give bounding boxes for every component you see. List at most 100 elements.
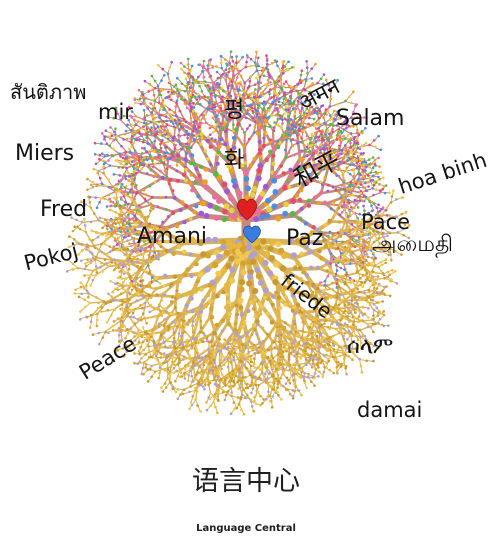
emoji-dot (106, 254, 109, 257)
emoji-dot (126, 216, 129, 219)
emoji-dot (153, 150, 156, 153)
emoji-dot (294, 112, 297, 115)
emoji-dot (128, 242, 131, 245)
emoji-dot (129, 151, 132, 154)
emoji-dot (135, 207, 138, 210)
emoji-dot (196, 102, 199, 105)
emoji-dot (172, 111, 175, 114)
emoji-dot (190, 124, 193, 127)
emoji-dot (181, 82, 184, 85)
emoji-dot (141, 128, 144, 131)
emoji-dot (213, 359, 216, 362)
emoji-dot (341, 184, 344, 187)
emoji-dot (129, 224, 132, 227)
emoji-dot (164, 346, 167, 349)
emoji-dot (273, 109, 276, 112)
emoji-dot (114, 127, 117, 130)
emoji-dot (109, 137, 112, 140)
emoji-dot (253, 99, 256, 102)
emoji-dot (195, 98, 198, 101)
emoji-dot (166, 141, 169, 144)
emoji-dot (214, 126, 217, 129)
emoji-dot (145, 97, 148, 100)
emoji-dot (109, 264, 112, 267)
emoji-dot (218, 125, 221, 128)
emoji-dot (341, 149, 344, 152)
emoji-dot (103, 135, 106, 138)
emoji-dot (284, 156, 287, 159)
emoji-dot (154, 87, 157, 90)
emoji-dot (161, 68, 164, 71)
emoji-dot (162, 99, 165, 102)
emoji-dot (154, 134, 157, 137)
emoji-dot (146, 250, 149, 253)
emoji-dot (345, 149, 348, 152)
emoji-dot (118, 166, 121, 169)
emoji-dot (263, 110, 266, 113)
emoji-dot (232, 87, 235, 90)
emoji-dot (214, 106, 217, 109)
emoji-dot (338, 175, 341, 178)
emoji-dot (344, 146, 347, 149)
emoji-dot (200, 367, 203, 370)
emoji-dot (164, 104, 167, 107)
emoji-dot (379, 189, 382, 192)
emoji-dot (340, 152, 343, 155)
emoji-dot (272, 162, 276, 166)
emoji-dot (171, 361, 174, 364)
emoji-dot (134, 177, 137, 180)
emoji-dot (197, 335, 200, 338)
emoji-dot (104, 242, 107, 245)
emoji-dot (258, 104, 261, 107)
emoji-dot (319, 191, 323, 195)
emoji-dot (195, 178, 198, 181)
emoji-dot (176, 149, 179, 152)
emoji-dot (354, 199, 357, 202)
emoji-dot (98, 158, 101, 161)
emoji-dot (84, 262, 87, 265)
emoji-dot (273, 95, 276, 98)
emoji-dot (133, 142, 136, 145)
emoji-dot (210, 95, 213, 98)
emoji-dot (272, 203, 278, 209)
emoji-dot (282, 86, 285, 89)
emoji-dot (160, 299, 163, 302)
emoji-dot (279, 70, 282, 73)
emoji-dot (107, 331, 110, 334)
emoji-dot (144, 216, 147, 219)
emoji-dot (130, 141, 133, 144)
emoji-dot (114, 237, 117, 240)
emoji-dot (332, 124, 335, 127)
emoji-dot (293, 102, 296, 105)
emoji-dot (224, 305, 228, 309)
emoji-dot (103, 300, 106, 303)
emoji-dot (105, 129, 108, 132)
emoji-dot (116, 200, 119, 203)
emoji-dot (236, 94, 239, 97)
emoji-dot (173, 331, 176, 334)
emoji-dot (253, 131, 256, 134)
emoji-dot (109, 280, 112, 283)
emoji-dot (89, 274, 92, 277)
emoji-dot (142, 125, 145, 128)
emoji-dot (274, 124, 277, 127)
emoji-dot (100, 142, 103, 145)
emoji-dot (265, 132, 268, 135)
emoji-dot (198, 85, 201, 88)
emoji-dot (79, 281, 82, 284)
emoji-dot (115, 183, 118, 186)
emoji-dot (126, 221, 129, 224)
emoji-dot (90, 259, 93, 262)
emoji-dot (74, 289, 77, 292)
emoji-dot (279, 164, 282, 167)
emoji-dot (205, 121, 208, 124)
emoji-dot (372, 175, 375, 178)
emoji-dot (133, 170, 136, 173)
emoji-dot (203, 118, 206, 121)
emoji-dot (199, 331, 202, 334)
emoji-dot (144, 193, 147, 196)
emoji-dot (133, 316, 136, 319)
emoji-dot (340, 141, 343, 144)
emoji-dot (328, 133, 331, 136)
emoji-dot (220, 127, 224, 131)
